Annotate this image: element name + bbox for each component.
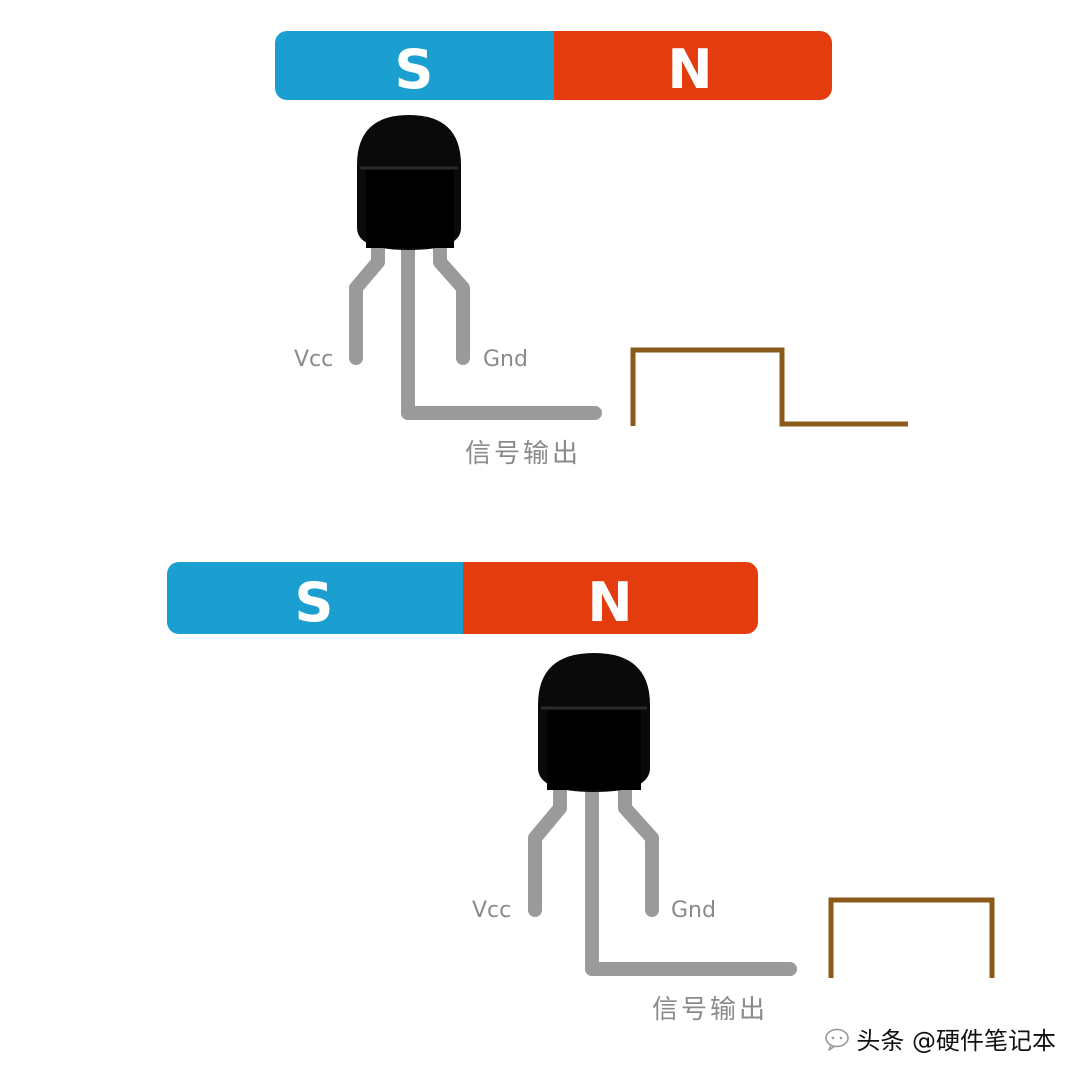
sensor-1-gnd-leg xyxy=(433,241,470,365)
sensor-2-vcc-leg xyxy=(528,783,567,917)
sensor-1-body xyxy=(357,115,461,250)
sensor-1-output-label: 信号输出 xyxy=(465,439,581,469)
sensor-2-face xyxy=(547,710,641,790)
magnet-2-south-pole xyxy=(167,562,475,634)
sensor-2-legs xyxy=(528,783,797,976)
sensor-2-gnd-leg xyxy=(618,783,659,917)
magnet-2-south-label: S xyxy=(295,571,334,634)
chat-bubble-icon xyxy=(825,1028,850,1051)
magnet-2-north-pole xyxy=(463,562,758,634)
magnet-1-south-pole-join xyxy=(540,31,554,100)
sensor-2-output-leg xyxy=(585,783,797,976)
output-waveform-1 xyxy=(630,347,908,427)
magnet-1-south-pole xyxy=(275,31,565,100)
sensor-2-vcc-label: Vcc xyxy=(472,898,511,923)
magnet-2-south-pole-join xyxy=(450,562,463,634)
panel-1: S N Vcc Gnd 信号输出 xyxy=(275,31,908,469)
sensor-1-legs xyxy=(349,241,602,420)
sensor-1-face xyxy=(366,170,454,248)
sensor-1-output-leg xyxy=(401,241,602,420)
sensor-2-gnd-label: Gnd xyxy=(671,898,716,923)
panel-2: S N Vcc Gnd 信号输出 xyxy=(167,562,995,1025)
magnet-1-south-label: S xyxy=(395,38,434,101)
magnet-1-north-label: N xyxy=(667,38,712,101)
watermark: 头条 @硬件笔记本 xyxy=(824,1021,1056,1056)
magnet-1: S N xyxy=(275,31,832,101)
magnet-1-north-pole xyxy=(554,31,832,100)
output-waveform-2 xyxy=(828,897,995,978)
sensor-1-gnd-label: Gnd xyxy=(483,347,528,372)
magnet-2-north-pole-join xyxy=(463,562,477,634)
sensor-1-vcc-label: Vcc xyxy=(294,347,333,372)
sensor-2-body xyxy=(538,653,650,792)
watermark-text: 头条 @硬件笔记本 xyxy=(856,1027,1056,1055)
magnet-2: S N xyxy=(167,562,758,634)
sensor-1-vcc-leg xyxy=(349,241,385,365)
magnet-1-north-pole-join xyxy=(554,31,568,100)
magnet-2-north-label: N xyxy=(587,571,632,634)
sensor-2-output-label: 信号输出 xyxy=(652,995,768,1025)
